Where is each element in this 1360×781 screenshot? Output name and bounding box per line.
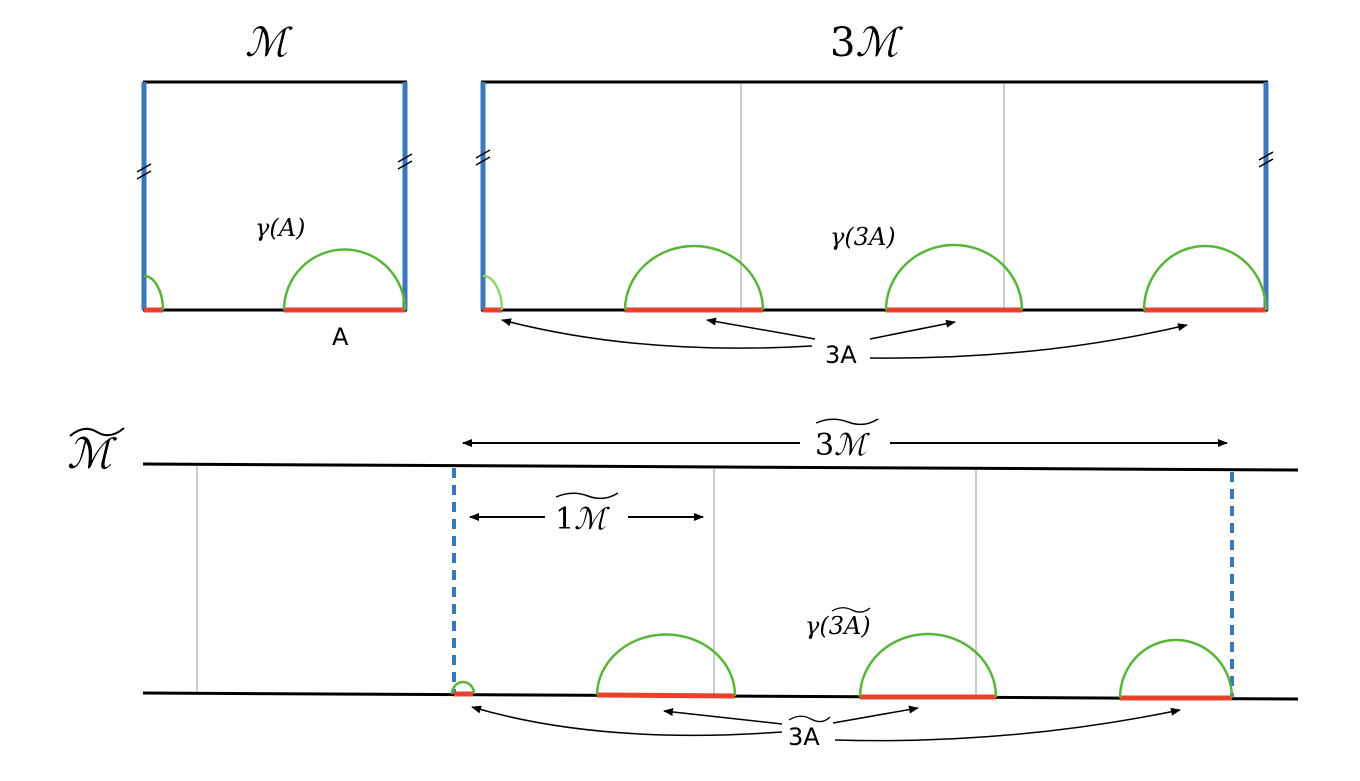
panel-3M-title: 3ℳ [830,20,903,66]
panel-cover-geodesic-1 [595,633,737,697]
panel-cover-interval-label-tilde [788,715,831,723]
panel-cover-unit-label-tilde [555,492,619,500]
panel-cover-unit-label: 1ℳ [555,502,610,537]
panel-cover: ℳ 3ℳ 1ℳ γ(3A) 3A [67,418,1299,751]
panel-cover-interval-label: 3A [788,723,820,751]
panel-cover-arrow-to-interval-2 [832,705,919,724]
panel-cover-geodesic-3 [1118,638,1234,699]
panel-cover-arrow-to-wrap [471,705,783,737]
panel-3M-arrow-to-wrap [501,318,813,349]
panel-M-interval-label: A [332,323,349,351]
panel-cover-arrow-to-interval-1 [663,708,783,725]
panel-3M-geodesic-wrap [482,274,504,311]
panel-3M-geodesic-3 [1142,244,1268,311]
panel-M-geodesic [282,248,407,311]
panel-3M-geodesic-1 [623,244,765,311]
panel-cover-geodesic-2 [858,632,998,698]
panel-cover-arrow-to-interval-3 [834,707,1181,742]
panel-3M-arrow-to-interval-2 [869,319,956,340]
panel-cover-gamma-label: γ(3A) [805,612,871,640]
panel-cover-gamma-label-tilde [831,607,871,613]
panel-cover-geodesic-wrap [450,680,476,695]
panel-M-left-identification-mark [136,163,152,180]
panel-cover-top-boundary [142,462,1299,472]
panel-3M-interval-label: 3A [825,341,857,369]
panel-cover-interval-1 [596,692,736,699]
panel-M-right-identification-mark [397,153,413,170]
panel-cover-title-tilde [69,427,125,437]
panel-3M-gamma-label: γ(3A) [830,223,896,251]
panel-3M-left-identification-mark [475,149,491,166]
panel-M-gamma-label: γ(A) [255,214,305,242]
panel-3M-geodesic-2 [884,243,1024,311]
panel-M-geodesic-wrap [143,274,165,311]
panel-cover-span-label: 3ℳ [815,428,870,463]
panel-cover-span-label-tilde [815,418,879,426]
panel-3M-arrow-to-interval-1 [706,317,816,340]
panel-3M-arrow-to-interval-3 [869,323,1188,359]
panel-3M-right-identification-mark [1258,151,1274,168]
panel-M: ℳ γ(A) A [136,20,413,351]
panel-M-title: ℳ [245,20,293,66]
panel-3M: 3ℳ γ(3A) 3A [475,20,1274,369]
panel-cover-title: ℳ [67,429,118,478]
